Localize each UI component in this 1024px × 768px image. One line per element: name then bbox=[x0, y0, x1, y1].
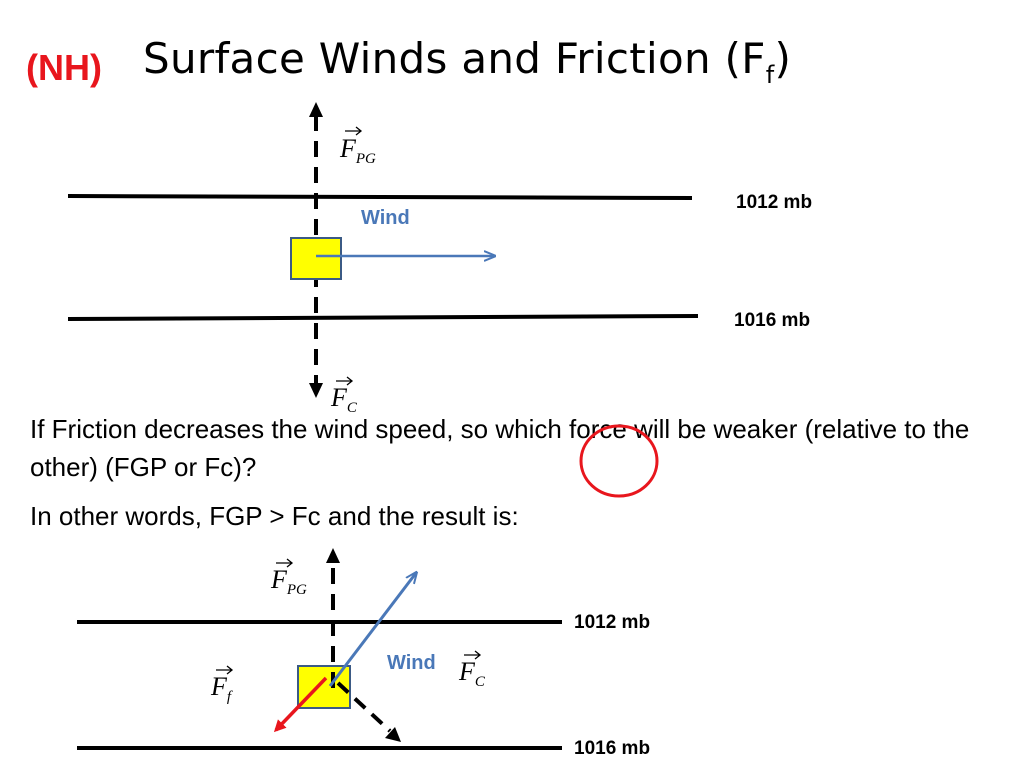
bottom-friction-label: Ff bbox=[210, 672, 233, 705]
title-subscript: f bbox=[765, 61, 775, 89]
bottom-wind-label: Wind bbox=[387, 652, 436, 674]
bottom-friction-arrow bbox=[273, 676, 328, 733]
question-paragraph: If Friction decreases the wind speed, so… bbox=[30, 414, 970, 482]
top-wind-label: Wind bbox=[361, 207, 410, 229]
answer-paragraph: In other words, FGP > Fc and the result … bbox=[30, 501, 519, 531]
bottom-friction-vector-icon bbox=[216, 665, 234, 675]
hemisphere-tag: (NH) bbox=[26, 47, 102, 88]
bottom-coriolis-line bbox=[336, 681, 392, 733]
top-coriolis-vector-icon bbox=[336, 376, 354, 386]
top-isobar-1016 bbox=[67, 314, 699, 321]
bottom-diagram: 1012 mb 1016 mb Wind FPG FC Ff bbox=[77, 548, 650, 759]
bottom-pgf-arrowhead bbox=[326, 548, 340, 563]
top-isobar-1016-label: 1016 mb bbox=[734, 310, 810, 331]
top-pgf-label: FPG bbox=[339, 134, 376, 167]
top-coriolis-label: FC bbox=[330, 383, 358, 416]
bottom-coriolis-vector-icon bbox=[464, 650, 482, 660]
bottom-wind-arrow bbox=[328, 573, 416, 687]
bottom-isobar-1016-label: 1016 mb bbox=[574, 738, 650, 759]
top-isobar-1012 bbox=[67, 194, 693, 200]
top-coriolis-arrowhead bbox=[309, 383, 323, 398]
bottom-coriolis-arrowhead bbox=[385, 727, 401, 742]
slide-title: Surface Winds and Friction (Ff) bbox=[143, 38, 791, 89]
top-isobar-1012-label: 1012 mb bbox=[736, 192, 812, 213]
title-end: ) bbox=[774, 34, 792, 83]
top-diagram: 1012 mb 1016 mb Wind FPG FC bbox=[67, 102, 812, 416]
bottom-isobar-1012-label: 1012 mb bbox=[574, 612, 650, 633]
bottom-coriolis-label: FC bbox=[458, 657, 486, 690]
title-main: Surface Winds and Friction (F bbox=[143, 34, 766, 83]
top-pgf-vector-icon bbox=[345, 126, 363, 136]
bottom-pgf-label: FPG bbox=[270, 565, 307, 598]
bottom-pgf-vector-icon bbox=[276, 558, 294, 568]
top-air-parcel bbox=[290, 237, 342, 280]
top-pgf-arrowhead bbox=[309, 102, 323, 117]
